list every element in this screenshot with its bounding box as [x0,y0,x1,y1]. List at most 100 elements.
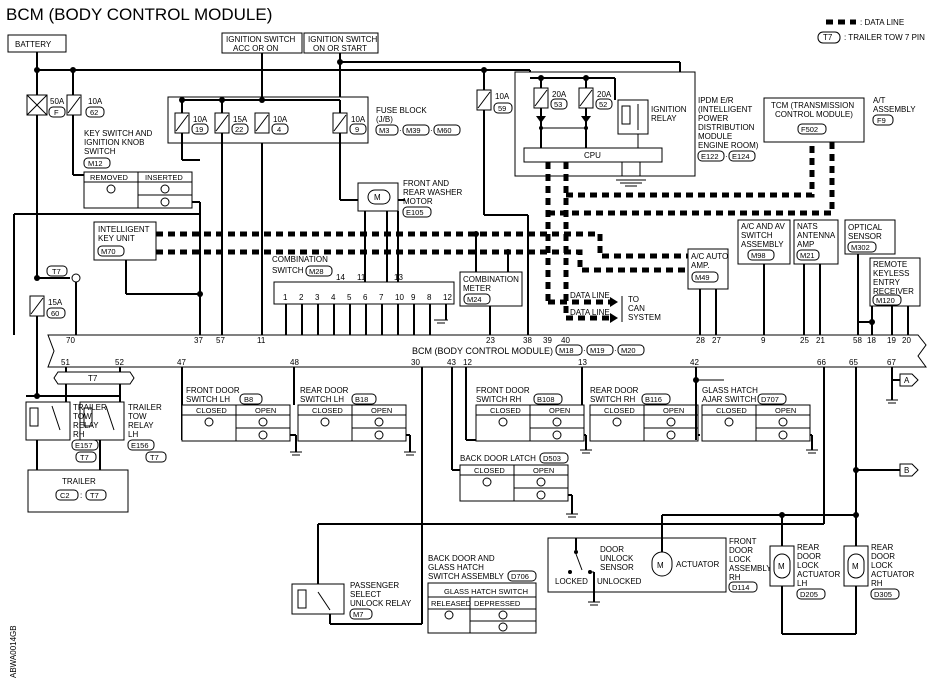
legend-data-line-label: : DATA LINE [860,18,904,27]
tcm-box [763,97,865,143]
svg-text:38: 38 [523,336,532,345]
combo-pin-label: 12 [443,293,452,302]
combo-switch-line2: SWITCH [272,266,304,275]
svg-text:51: 51 [61,358,70,367]
nats-line1: NATS [797,222,818,231]
combo-pin-label: 10 [395,293,404,302]
svg-text:20A: 20A [597,90,612,99]
ground-symbol [434,319,448,324]
rdla-rh-line4: ACTUATOR [871,570,914,579]
svg-text:·: · [614,346,617,355]
bcm-top-pins: 70 37 57 11 23 38 39 40 28 27 9 25 21 58… [66,336,911,345]
rdla-rh-conn: D305 [874,590,892,599]
svg-text:GLASS HATCH: GLASS HATCH [702,386,758,395]
iku-conn: M70 [101,247,116,256]
svg-text:·: · [430,126,433,135]
rdla-lh-conn: D205 [800,590,818,599]
bcm-bottom-pins: 51 52 47 48 30 43 12 13 42 66 65 67 [61,358,896,367]
to-line3: SYSTEM [628,313,661,322]
combo-pin-label: 1 [283,293,288,302]
psr-conn: M7 [353,610,363,619]
trailer-box [27,469,129,513]
svg-text:SWITCH RH: SWITCH RH [590,395,636,404]
ground-symbol [616,179,646,187]
ac-sw-line2: SWITCH [741,231,773,240]
svg-text:OPEN: OPEN [533,466,554,475]
svg-text:20: 20 [902,336,911,345]
ipdm-conn-e124: E124 [732,152,750,161]
svg-text:10A: 10A [351,115,366,124]
rke-line1: REMOTE [873,260,907,269]
svg-text:37: 37 [194,336,203,345]
svg-text:66: 66 [817,358,826,367]
svg-text:52: 52 [599,100,607,109]
ipdm-line5: MODULE [698,132,732,141]
fdla-a4: ASSEMBLY [729,564,772,573]
t7-connector-bar [53,371,135,385]
combo-pin-label: 4 [331,293,336,302]
ipdm-line6: ENGINE ROOM) [698,141,759,150]
tow-rh-conn: E157 [75,441,93,450]
svg-text:48: 48 [290,358,299,367]
svg-text:21: 21 [816,336,825,345]
combo-switch-line1: COMBINATION [272,255,328,264]
tow-rh-line3: RELAY [73,421,99,430]
svg-text:B8: B8 [244,395,253,404]
svg-text:27: 27 [712,336,721,345]
fuse-block-line2: (J/B) [376,115,393,124]
fuse-block-conn-m60: M60 [437,126,452,135]
combo-pin-label: 6 [363,293,368,302]
tow-lh-line4: LH [128,430,138,439]
fdla-locked: LOCKED [555,577,588,586]
svg-text:10A: 10A [273,115,288,124]
svg-text:52: 52 [115,358,124,367]
meter-line2: METER [463,284,491,293]
ac-sw-line3: ASSEMBLY [741,240,784,249]
bdgh-conn: D706 [511,572,529,581]
svg-text:SWITCH LH: SWITCH LH [186,395,230,404]
svg-text:53: 53 [554,100,562,109]
fdla-a1: FRONT [729,537,757,546]
tow-lh-t7: T7 [150,453,159,462]
meter-line1: COMBINATION [463,275,519,284]
at-line2: ASSEMBLY [873,105,916,114]
bcm-label: BCM (BODY CONTROL MODULE) [412,346,553,356]
svg-text:FRONT DOOR: FRONT DOOR [476,386,530,395]
tow-lh-line2: TOW [128,412,147,421]
ac-sw-conn: M98 [751,251,766,260]
svg-text:10A: 10A [495,92,510,101]
key-switch-conn: M12 [88,159,103,168]
ipdm-conn-e122: E122 [701,152,719,161]
svg-text:M: M [374,193,381,202]
svg-text:9: 9 [761,336,766,345]
rdla-lh-line5: LH [797,579,807,588]
bdgh-line2: GLASS HATCH [428,563,484,572]
svg-text:OPEN: OPEN [663,406,684,415]
svg-text:12: 12 [463,358,472,367]
ipdm-relay-line2: RELAY [651,114,677,123]
rdla-rh-line1: REAR [871,543,893,552]
svg-text:REMOVED: REMOVED [90,173,129,182]
combo-pin-label: 5 [347,293,352,302]
rke-line3: ENTRY [873,278,901,287]
bcm-conn-m20: M20 [621,346,636,355]
washer-line3: MOTOR [403,197,433,206]
psr-line3: UNLOCK RELAY [350,599,412,608]
svg-text:23: 23 [486,336,495,345]
bdgh-line1: BACK DOOR AND [428,554,495,563]
to-line1: TO [628,295,639,304]
rdla-lh-line1: REAR [797,543,819,552]
tow-lh-line1: TRAILER [128,403,162,412]
svg-text:9: 9 [355,125,359,134]
legend-tow-pill [817,31,841,44]
combo-top-pin-label: 14 [336,273,345,282]
svg-text:18: 18 [867,336,876,345]
optical-conn: M302 [851,243,870,252]
svg-text:AJAR SWITCH: AJAR SWITCH [702,395,756,404]
